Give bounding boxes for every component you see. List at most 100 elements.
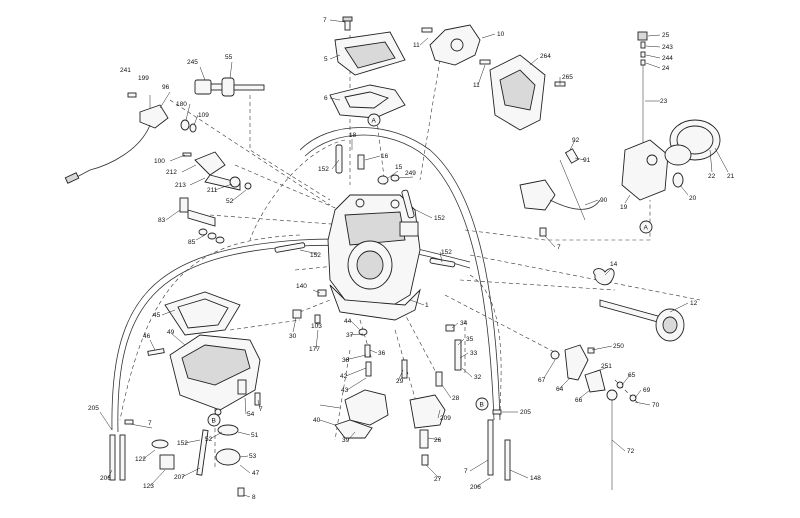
callout-leader-line (189, 177, 206, 186)
callout-leader-line (292, 317, 297, 333)
callout-leader-line (419, 37, 429, 46)
callout-leader-line (149, 339, 156, 351)
callout-152: 152 (177, 440, 188, 447)
callout-leader-line (397, 369, 404, 382)
callout-206: 206 (100, 475, 111, 482)
callout-38: 38 (342, 357, 350, 364)
callout-177: 177 (309, 346, 320, 353)
callout-leader-line (345, 367, 367, 377)
idle-screw-212 (182, 151, 252, 191)
callout-leader-line (427, 437, 441, 441)
callout-leader-line (214, 183, 233, 191)
throttle-shaft (593, 268, 685, 342)
callout-leader-line (647, 34, 661, 37)
callout-49: 49 (167, 329, 175, 336)
callout-leader-line (199, 66, 206, 81)
callout-leader-line (149, 469, 166, 487)
accelerator-pump-linkage (550, 344, 637, 490)
callout-leader-line (645, 45, 661, 48)
callout-leader-line (364, 155, 381, 161)
marker-a-top: A (372, 118, 377, 125)
callout-26: 26 (434, 437, 442, 444)
callout-leader-line (257, 399, 261, 410)
callout-leader-line (645, 54, 661, 59)
callout-205: 205 (88, 405, 99, 412)
callout-90: 90 (600, 197, 608, 204)
callout-66: 66 (575, 397, 583, 404)
callout-leader-line (679, 184, 689, 196)
callout-leader-line (574, 157, 586, 161)
assembly-guide-lines (119, 35, 701, 470)
callout-14: 14 (610, 261, 618, 268)
callout-7: 7 (259, 406, 263, 413)
callout-leader-line (159, 91, 171, 109)
callout-leader-line (459, 352, 469, 359)
callout-241: 241 (120, 67, 131, 74)
callout-leader-line (349, 319, 361, 331)
callout-leader-line (634, 401, 651, 406)
float-bowl (169, 334, 261, 416)
callout-leader-line (161, 309, 176, 316)
callout-152: 152 (310, 252, 321, 259)
callout-leader-line (185, 103, 191, 121)
tps-sensor-cable (64, 92, 169, 184)
callout-leader-line (714, 147, 729, 173)
callout-46: 46 (143, 333, 151, 340)
callout-leader-line (591, 345, 613, 351)
callout-67: 67 (538, 377, 546, 384)
callout-leader-line (543, 359, 556, 379)
callout-8: 8 (252, 494, 256, 501)
callout-leader-line (579, 389, 591, 399)
callout-leader-line (645, 62, 661, 69)
callout-leader-line (195, 234, 206, 241)
callout-250: 250 (613, 343, 624, 350)
callout-7: 7 (557, 244, 561, 251)
throttle-cable-bracket (421, 24, 491, 66)
callout-206: 206 (470, 484, 481, 491)
callout-122: 122 (135, 456, 146, 463)
callout-148: 148 (530, 475, 541, 482)
callout-6: 6 (324, 95, 328, 102)
callout-leader-line (243, 494, 251, 498)
callout-109: 109 (198, 112, 209, 119)
callout-10: 10 (497, 31, 505, 38)
callout-15: 15 (395, 164, 403, 171)
callout-leader-line (239, 464, 251, 474)
callout-leader-line (315, 329, 319, 350)
carburetor-body (327, 194, 421, 321)
callout-47: 47 (252, 470, 260, 477)
callout-21: 21 (727, 173, 735, 180)
callout-36: 36 (378, 350, 386, 357)
marker-a-right: A (644, 225, 649, 232)
float-bowl-gasket (164, 291, 241, 336)
callout-leader-line (475, 477, 491, 488)
callout-leader-line (171, 333, 186, 346)
callout-leader-line (604, 267, 613, 276)
callout-leader-line (369, 349, 378, 354)
callout-243: 243 (662, 44, 673, 51)
callout-180: 180 (176, 101, 187, 108)
callout-leader-line (425, 464, 441, 480)
marker-b-left: B (212, 418, 216, 425)
callout-leader-line (347, 431, 356, 441)
callout-18: 18 (349, 132, 357, 139)
callout-7: 7 (464, 468, 468, 475)
marker-b-right: B (480, 402, 484, 409)
callout-leader-line (439, 251, 443, 263)
callout-leader-line (237, 431, 251, 436)
callout-152: 152 (318, 166, 329, 173)
callout-leader-line (181, 164, 197, 173)
callout-28: 28 (452, 395, 460, 402)
callout-140: 140 (296, 283, 307, 290)
callout-19: 19 (620, 204, 628, 211)
callout-25: 25 (662, 32, 670, 39)
callout-leader-line (239, 455, 249, 458)
callout-leader-line (165, 209, 181, 221)
air-screw-245 (194, 77, 265, 97)
callout-leader-line (107, 469, 113, 479)
callout-123: 123 (143, 483, 154, 490)
callout-51: 51 (251, 432, 259, 439)
callout-leader-line (231, 189, 247, 202)
callout-leader-line (142, 449, 156, 460)
